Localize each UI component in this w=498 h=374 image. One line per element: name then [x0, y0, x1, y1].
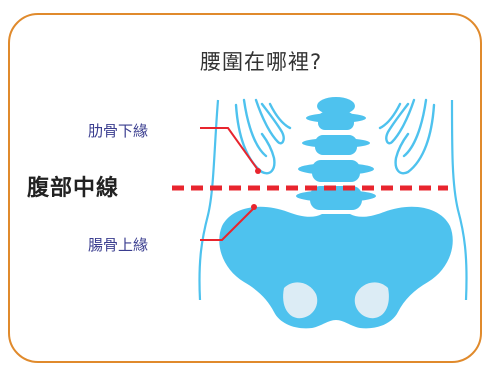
rib-lower-edge-label: 肋骨下緣 [88, 122, 149, 140]
iliac-upper-edge-label: 腸骨上緣 [88, 236, 149, 254]
pelvis-bone [219, 206, 453, 329]
body-outline-right [450, 99, 468, 301]
diagram-title: 腰圍在哪裡? [200, 50, 323, 74]
rib-pointer-dot [255, 168, 261, 174]
rounded-frame [8, 13, 482, 363]
rib-cage-right [378, 98, 436, 175]
iliac-pointer-line [200, 207, 255, 241]
spine [296, 97, 376, 210]
body-outline-left [198, 99, 220, 301]
rib-pointer-line [200, 127, 259, 171]
iliac-pointer-dot [251, 204, 257, 210]
rib-cage-left [234, 98, 292, 175]
abdominal-midline-label: 腹部中線 [27, 176, 120, 201]
pelvis-inner-right [354, 282, 389, 319]
pelvis-inner-left [283, 282, 318, 319]
pelvis [219, 206, 453, 329]
